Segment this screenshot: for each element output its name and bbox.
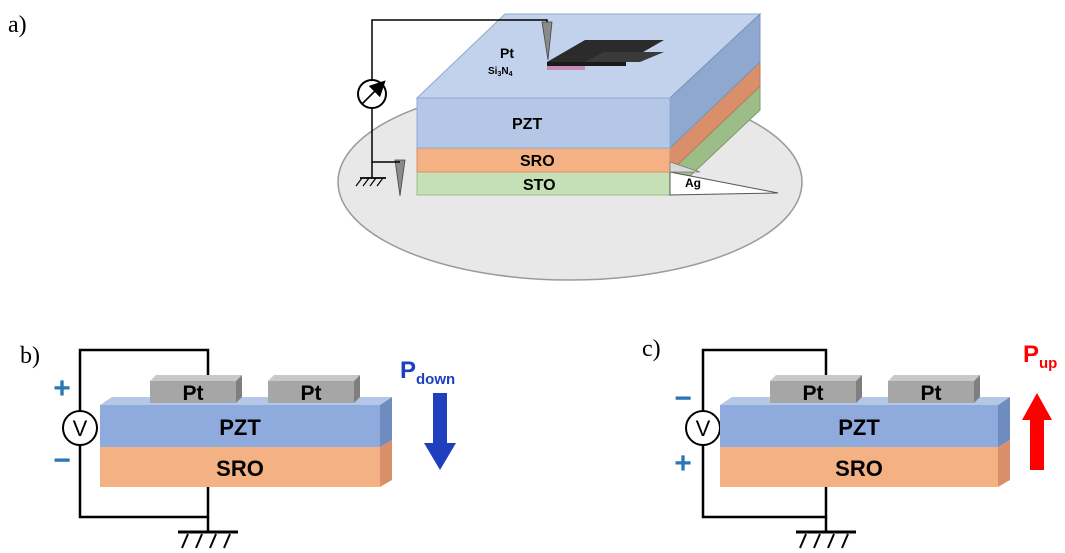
sro-layer-b	[100, 447, 380, 487]
pt-electrode-c-left: Pt	[770, 375, 862, 405]
panel-a-label: a)	[8, 12, 27, 38]
panel-c: c) V − + SRO PZT Pt	[642, 336, 1057, 549]
pt-electrode-c-right: Pt	[888, 375, 980, 405]
p-down-label: Pdown	[400, 357, 455, 388]
voltmeter-c-label: V	[696, 416, 711, 441]
sto-layer: STO	[416, 84, 761, 197]
ground-icon-a	[355, 177, 386, 187]
polarization-down-arrow: Pdown	[400, 357, 456, 470]
pzt-label-b: PZT	[219, 415, 261, 440]
sto-label: STO	[523, 177, 556, 194]
bottom-sign-c: +	[674, 447, 692, 480]
sro-label: SRO	[520, 153, 555, 170]
svg-text:Pt: Pt	[183, 382, 204, 405]
wire-c-bottom	[701, 445, 828, 519]
ag-contact: Ag	[669, 161, 779, 196]
svg-text:Pt: Pt	[301, 382, 322, 405]
sro-label-b: SRO	[216, 456, 264, 481]
wire-b-top	[78, 348, 210, 411]
panel-a: a) STO SRO PZT Ag	[8, 12, 803, 281]
top-sign-c: −	[674, 382, 692, 415]
wire-c-top	[701, 348, 828, 411]
svg-text:Pt: Pt	[921, 382, 942, 405]
ground-icon-b	[178, 530, 238, 549]
pzt-layer-c	[720, 405, 998, 447]
pzt-label: PZT	[512, 116, 542, 133]
p-up-label: Pup	[1023, 341, 1057, 372]
panel-b: b) V + − SRO PZT Pt	[20, 343, 456, 549]
wire-b-bottom	[78, 445, 210, 519]
voltmeter-b-icon	[62, 410, 98, 446]
top-electrode: Pt Si3N4	[488, 40, 664, 78]
polarization-up-arrow: Pup	[1022, 341, 1057, 470]
sro-layer: SRO	[416, 60, 761, 174]
pt-electrode-b-left: Pt	[150, 375, 242, 405]
ground-icon-c	[796, 530, 856, 549]
pt-label: Pt	[500, 45, 514, 61]
pzt-layer-b	[100, 405, 380, 447]
bottom-probe-tip-icon	[394, 159, 406, 197]
panel-c-label: c)	[642, 336, 661, 362]
bottom-sign-b: −	[53, 444, 71, 477]
si3n4-label: Si3N4	[488, 66, 513, 78]
voltmeter-b-label: V	[73, 416, 88, 441]
circuit-a	[355, 19, 548, 187]
sro-label-c: SRO	[835, 456, 883, 481]
pzt-label-c: PZT	[838, 415, 880, 440]
ag-label: Ag	[685, 176, 701, 190]
panel-b-label: b)	[20, 343, 40, 369]
pt-electrode-b-right: Pt	[268, 375, 360, 405]
top-sign-b: +	[53, 372, 71, 405]
sro-layer-c	[720, 447, 998, 487]
svg-text:Pt: Pt	[803, 382, 824, 405]
